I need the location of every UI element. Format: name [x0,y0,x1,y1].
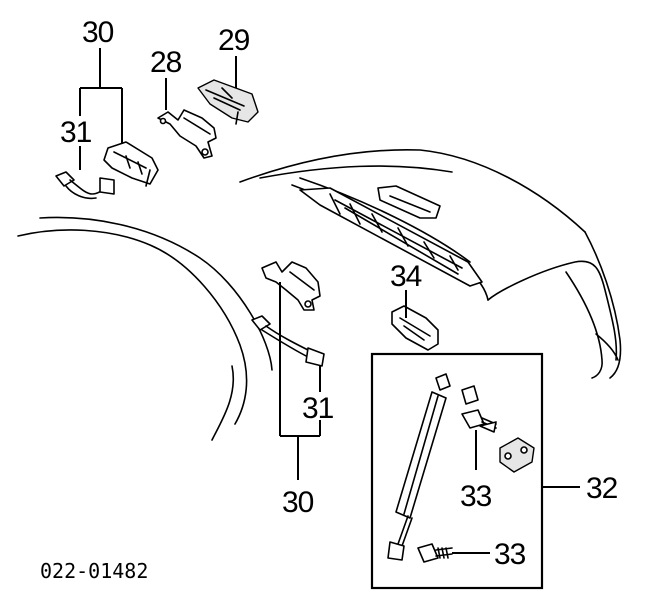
part-28-bracket [157,78,217,159]
callout-32: 32 [586,472,618,505]
part-32-gas-strut [387,373,451,561]
trunk-lid-body [239,148,622,379]
callout-34: 34 [390,260,422,293]
part-29-lamp [197,56,259,125]
callout-28: 28 [150,46,182,79]
callout-33-lower: 33 [494,538,526,571]
callout-33-upper: 33 [460,480,492,513]
part-33-fittings [417,385,535,563]
part-30-31-upper-assembly [55,48,159,200]
callout-30-top: 30 [82,16,114,49]
callout-29: 29 [218,24,250,57]
callout-30-bottom: 30 [282,486,314,519]
callout-31-middle: 31 [302,392,334,425]
drawing-code: 022-01482 [40,559,148,583]
rear-window-outline [17,216,273,441]
part-34-pad [391,290,439,351]
callout-31-top: 31 [60,116,92,149]
part-30-31-middle-assembly [251,261,325,480]
part-32-box [370,352,580,590]
